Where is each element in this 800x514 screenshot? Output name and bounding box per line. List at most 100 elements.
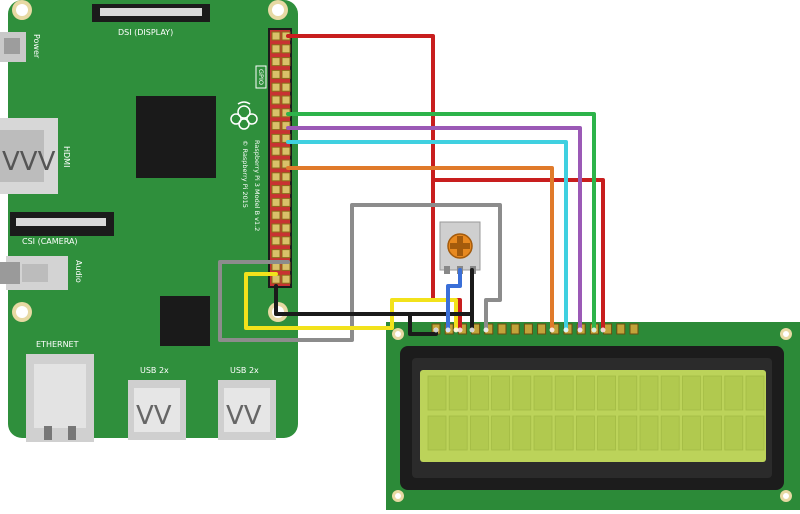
lcd-cell (618, 415, 638, 451)
gpio-pin (281, 57, 291, 67)
usb-right-label: USB 2x (230, 366, 259, 375)
gpio-pin (281, 44, 291, 54)
wire-end-dot (549, 327, 555, 333)
pi-pcb (8, 0, 298, 438)
gpio-label: GPIO (257, 69, 265, 85)
wire-end-dot (591, 327, 597, 333)
lcd-cell (724, 415, 744, 451)
gpio-pin (281, 82, 291, 92)
lcd-cell (554, 415, 574, 451)
gpio-pin (281, 236, 291, 246)
model-text: Raspberry Pi 3 Model B v1.2 (253, 140, 261, 231)
gpio-pin (271, 185, 281, 195)
lcd-cell (724, 375, 744, 411)
wires (218, 34, 605, 342)
raspberry-logo-icon (230, 101, 258, 130)
gpio-pin (271, 57, 281, 67)
trimmer-potentiometer (439, 221, 481, 274)
soc-chip (136, 96, 216, 178)
lcd-cell (512, 415, 532, 451)
lcd-cell (660, 415, 680, 451)
usb-icon: VV (226, 401, 262, 431)
wire-end-dot (600, 327, 606, 333)
lcd-cell (703, 415, 722, 451)
audio-label: Audio (74, 260, 83, 283)
gpio-pin (271, 236, 281, 246)
lcd-cell (512, 375, 532, 411)
lcd-cell (469, 415, 489, 451)
ethernet-label: ETHERNET (36, 340, 79, 349)
usb-left-label: USB 2x (140, 366, 169, 375)
csi-label: CSI (CAMERA) (22, 237, 78, 246)
lcd-cell (469, 375, 489, 411)
gpio-pin (281, 146, 291, 156)
usb-icon: VV (136, 401, 172, 431)
gpio-pin (281, 210, 291, 220)
lcd-cell (597, 375, 616, 411)
dsi-label: DSI (DISPLAY) (118, 28, 173, 37)
lcd-cell (682, 415, 701, 451)
lcd-cell (660, 375, 680, 411)
lcd-cell (639, 375, 659, 411)
lcd-cell (491, 375, 511, 411)
lcd-cell (427, 375, 447, 411)
gpio-pin-layer (271, 31, 291, 284)
lcd-pin (497, 323, 507, 335)
lcd-cell (448, 375, 468, 411)
copyright-text: © Raspberry Pi 2015 (241, 140, 249, 208)
gpio-pin (281, 249, 291, 259)
lcd-cell (554, 375, 574, 411)
wire-yellow (244, 272, 458, 332)
lcd-pin (629, 323, 639, 335)
gpio-pin (281, 95, 291, 105)
gpio-pin (281, 133, 291, 143)
gpio-pin (271, 108, 281, 118)
gpio-pin (281, 172, 291, 182)
gpio-pin (271, 69, 281, 79)
wire-end-dot (433, 327, 439, 333)
wire-red (286, 34, 605, 332)
gpio-pin (271, 133, 281, 143)
gpio-label-box (255, 65, 267, 89)
wire-blue (446, 268, 462, 332)
lcd-cell (491, 415, 511, 451)
gpio-pin (271, 159, 281, 169)
lcd-cell (576, 375, 595, 411)
lcd-cell (682, 375, 701, 411)
lcd-cell (703, 375, 722, 411)
lcd-pin (523, 323, 533, 335)
gpio-pin (281, 121, 291, 131)
gpio-pin (281, 274, 291, 284)
gpio-pin (271, 274, 281, 284)
gpio-pin (271, 146, 281, 156)
lcd-character-cells (427, 375, 765, 451)
wire-end-dot (453, 327, 459, 333)
hdmi-label: HDMI (62, 146, 71, 167)
wire-end-dot (457, 327, 463, 333)
lcd-cell (745, 375, 765, 411)
usb-controller-chip (160, 296, 210, 346)
lcd-pin (616, 323, 626, 335)
gpio-pin (281, 69, 291, 79)
lcd-cell (576, 415, 595, 451)
wire-gray (218, 203, 502, 342)
gpio-pin (271, 172, 281, 182)
gpio-pin (271, 223, 281, 233)
wire-end-dot (445, 327, 451, 333)
wire-cyan (286, 140, 568, 332)
wire-purple (286, 126, 582, 332)
wire-green (286, 112, 596, 332)
lcd-cell (533, 415, 553, 451)
gpio-pin (271, 44, 281, 54)
wire-end-dot (483, 327, 489, 333)
wire-end-dot (577, 327, 583, 333)
gpio-pin (271, 121, 281, 131)
lcd-cell (448, 415, 468, 451)
wire-black (274, 284, 474, 332)
gpio-pin (281, 185, 291, 195)
gpio-pin (281, 223, 291, 233)
wire-end-dots (433, 327, 606, 333)
lcd-module (386, 322, 800, 510)
